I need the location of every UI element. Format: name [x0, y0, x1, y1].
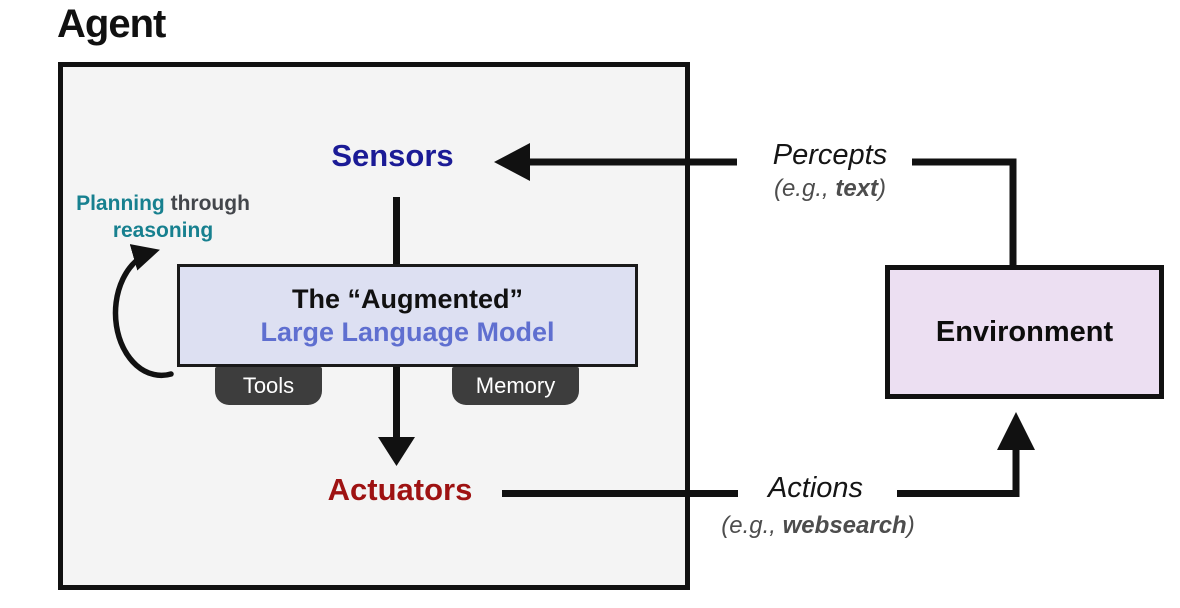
through-word: through	[170, 192, 250, 215]
agent-title: Agent	[57, 2, 166, 46]
actions-to-environment-line	[897, 449, 1020, 497]
percepts-label-block: Percepts (e.g., text)	[735, 139, 925, 203]
percepts-example-suffix: )	[878, 175, 887, 202]
actions-example-suffix: )	[906, 512, 915, 539]
environment-to-percepts-line	[912, 158, 1017, 266]
up-arrowhead-to-environment	[997, 412, 1035, 450]
percepts-title: Percepts	[772, 139, 888, 171]
environment-label: Environment	[935, 315, 1114, 348]
actions-example-prefix: (e.g.,	[721, 512, 783, 539]
environment-box: Environment	[885, 265, 1164, 399]
memory-tab: Memory	[452, 367, 579, 405]
llm-box-line1: The “Augmented”	[291, 284, 523, 315]
planning-word: Planning	[76, 192, 171, 215]
actions-title: Actions	[767, 472, 864, 504]
actions-example: (e.g., websearch)	[668, 512, 968, 540]
planning-through-reasoning-label: Planning through reasoning	[63, 190, 263, 244]
tools-tab: Tools	[215, 367, 322, 405]
percepts-example-prefix: (e.g.,	[773, 175, 836, 202]
percepts-example: (e.g., text)	[735, 175, 925, 203]
reasoning-word: reasoning	[112, 219, 214, 242]
llm-box-line2: Large Language Model	[260, 316, 555, 347]
augmented-llm-box: The “Augmented” Large Language Model	[177, 264, 638, 367]
percepts-example-bold: text	[835, 175, 879, 202]
actions-example-bold: websearch	[782, 512, 907, 539]
sensors-label: Sensors	[331, 138, 454, 173]
actuators-label: Actuators	[327, 472, 473, 507]
